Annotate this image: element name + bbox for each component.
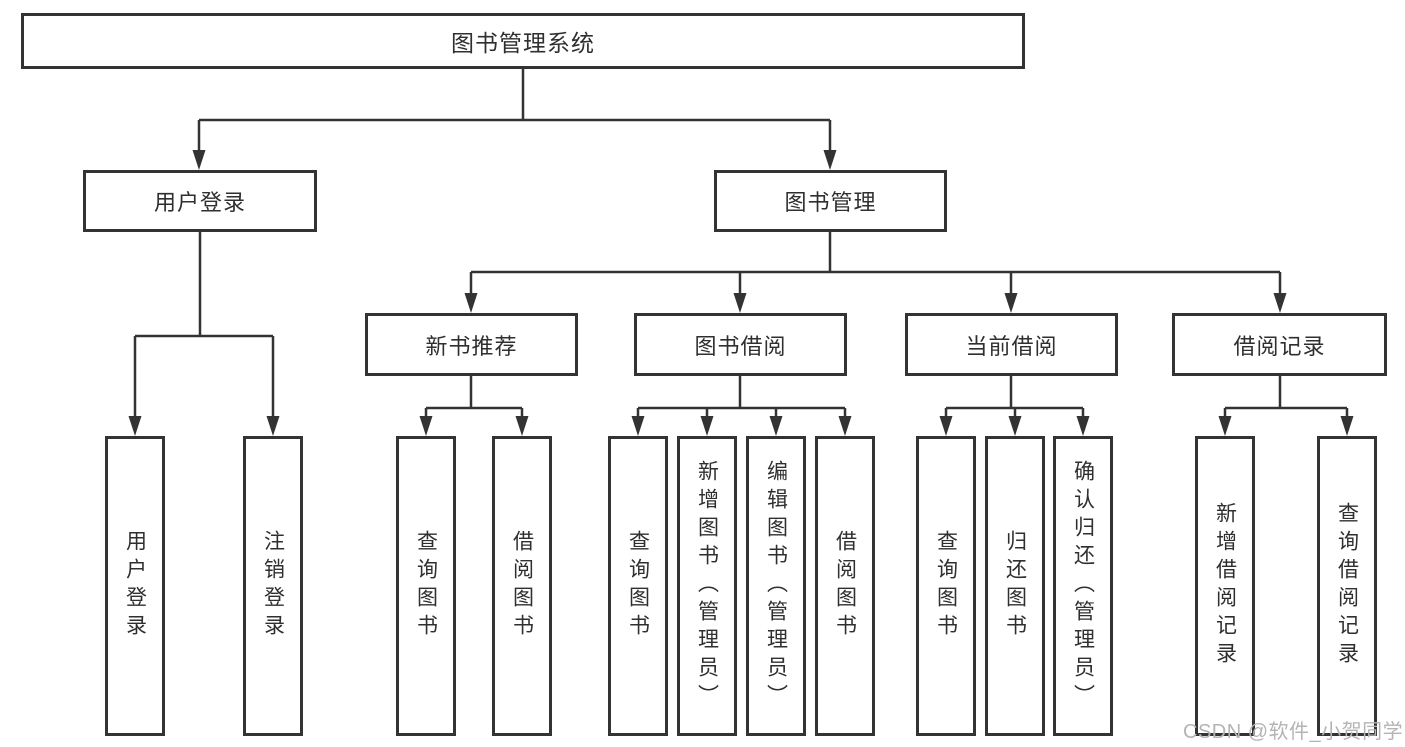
- node-bb-edit-book-label: 编辑图书（管理员）: [764, 460, 788, 712]
- node-ul-user-login: 用户登录: [105, 436, 165, 736]
- node-book-borrow-label: 图书借阅: [694, 333, 787, 359]
- node-br-query-record: 查询借阅记录: [1317, 436, 1377, 736]
- node-bb-add-book: 新增图书（管理员）: [677, 436, 737, 736]
- node-cb-query-book-label: 查询图书: [934, 530, 958, 642]
- connector-new-book-rec-children: [424, 376, 524, 420]
- node-book-mgmt: 图书管理: [714, 170, 947, 232]
- connector-borrow-records-children: [1223, 376, 1349, 420]
- node-ul-logout: 注销登录: [243, 436, 303, 736]
- node-cb-query-book: 查询图书: [916, 436, 976, 736]
- node-bb-add-book-label: 新增图书（管理员）: [695, 460, 719, 712]
- node-bb-query-book: 查询图书: [608, 436, 668, 736]
- node-cb-confirm-return-label: 确认归还（管理员）: [1071, 460, 1095, 712]
- node-cb-return-book-label: 归还图书: [1003, 530, 1027, 642]
- connector-root-to-level2: [197, 69, 832, 154]
- node-bb-borrow-book: 借阅图书: [815, 436, 875, 736]
- connector-book-mgmt-children: [469, 232, 1282, 297]
- node-br-add-record-label: 新增借阅记录: [1213, 502, 1237, 670]
- node-user-login-label: 用户登录: [153, 190, 246, 215]
- node-current-borrow-label: 当前借阅: [965, 333, 1058, 359]
- node-bb-edit-book: 编辑图书（管理员）: [746, 436, 806, 736]
- connector-user-login-children: [133, 232, 275, 420]
- node-br-query-record-label: 查询借阅记录: [1335, 502, 1359, 670]
- node-bb-query-book-label: 查询图书: [626, 530, 650, 642]
- node-borrow-records: 借阅记录: [1172, 313, 1387, 376]
- node-book-mgmt-label: 图书管理: [784, 190, 877, 215]
- node-bb-borrow-book-label: 借阅图书: [833, 530, 857, 642]
- node-root-label: 图书管理系统: [451, 30, 595, 56]
- node-user-login: 用户登录: [83, 170, 317, 232]
- node-root: 图书管理系统: [21, 13, 1025, 69]
- node-ul-user-login-label: 用户登录: [123, 530, 147, 642]
- connector-current-borrow-children: [944, 376, 1085, 420]
- connector-lines: [133, 69, 1349, 420]
- node-nb-query-book-label: 查询图书: [414, 530, 438, 642]
- node-new-book-rec-label: 新书推荐: [425, 333, 518, 359]
- csdn-watermark: CSDN @软件_小贺同学: [1183, 721, 1404, 743]
- connector-book-borrow-children: [636, 376, 847, 420]
- node-current-borrow: 当前借阅: [905, 313, 1118, 376]
- arrowheads-level3: [464, 293, 1287, 313]
- node-book-borrow: 图书借阅: [634, 313, 847, 376]
- node-nb-borrow-book: 借阅图书: [492, 436, 552, 736]
- node-cb-return-book: 归还图书: [985, 436, 1045, 736]
- node-borrow-records-label: 借阅记录: [1233, 333, 1326, 359]
- node-new-book-rec: 新书推荐: [365, 313, 578, 376]
- node-ul-logout-label: 注销登录: [261, 530, 285, 642]
- arrowheads-level2: [192, 150, 837, 170]
- node-cb-confirm-return: 确认归还（管理员）: [1053, 436, 1113, 736]
- node-nb-borrow-book-label: 借阅图书: [510, 530, 534, 642]
- node-nb-query-book: 查询图书: [396, 436, 456, 736]
- node-br-add-record: 新增借阅记录: [1195, 436, 1255, 736]
- arrowheads-leaves: [128, 416, 1354, 436]
